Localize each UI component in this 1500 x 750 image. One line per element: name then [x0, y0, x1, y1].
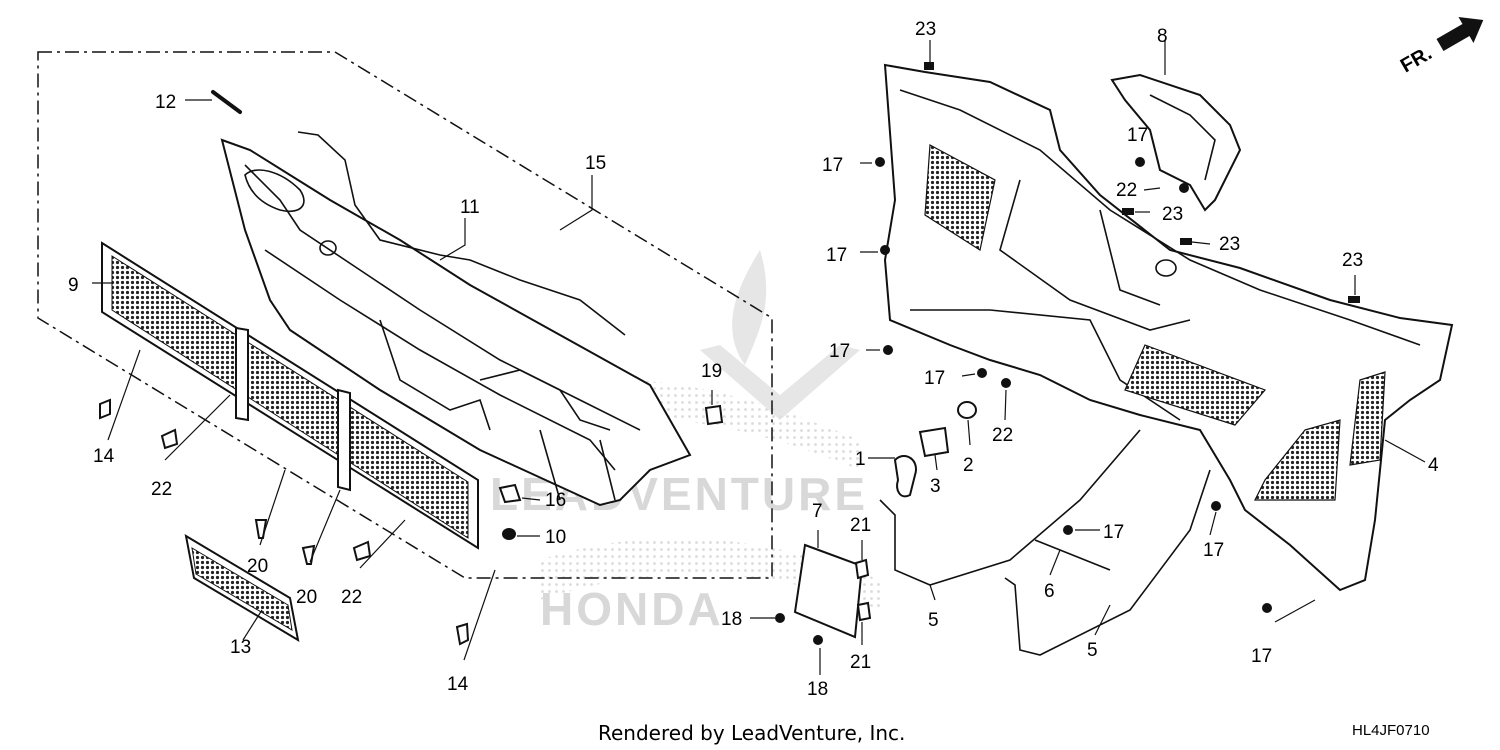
socket-3	[918, 426, 950, 458]
mesh-panel-9	[101, 241, 479, 550]
callout-17: 17	[1127, 125, 1148, 146]
fastener-17	[880, 245, 890, 255]
callout-18: 18	[807, 679, 828, 700]
callout-12: 12	[155, 92, 176, 113]
fastener-14b	[455, 622, 470, 646]
callout-7: 7	[812, 501, 823, 522]
callout-20: 20	[247, 556, 268, 577]
grommet-10	[502, 528, 516, 540]
fastener-20a	[254, 519, 268, 539]
fastener-18	[775, 613, 785, 623]
callout-5: 5	[1087, 640, 1098, 661]
callout-14: 14	[447, 674, 469, 695]
rear-cover	[220, 138, 692, 507]
callout-22: 22	[341, 587, 362, 608]
callout-8: 8	[1157, 26, 1168, 47]
callout-14: 14	[93, 446, 115, 467]
clip-23	[1180, 238, 1192, 245]
bolt-12	[211, 90, 242, 114]
seal-1	[893, 455, 917, 498]
callout-17: 17	[1203, 540, 1224, 561]
plate-7	[793, 543, 872, 639]
callout-17: 17	[826, 245, 847, 266]
cap-19	[704, 404, 724, 426]
callout-19: 19	[701, 361, 722, 382]
callout-22: 22	[992, 425, 1013, 446]
callout-13: 13	[230, 637, 251, 658]
cable-5a	[879, 429, 1141, 586]
footer-credit: Rendered by LeadVenture, Inc.	[598, 721, 905, 745]
cable	[297, 131, 626, 336]
callout-3: 3	[930, 476, 941, 497]
front-label: FR.	[1397, 42, 1436, 77]
fastener-22	[1001, 378, 1011, 388]
rod-6	[1034, 539, 1111, 571]
arrow-right-icon	[1436, 17, 1484, 52]
fastener-22	[1179, 183, 1189, 193]
callout-9: 9	[68, 275, 79, 296]
callout-15: 15	[585, 153, 606, 174]
leader-lines	[92, 40, 1426, 675]
callout-20: 20	[296, 587, 317, 608]
clip-23	[924, 62, 934, 70]
bracket-8	[1110, 73, 1242, 212]
clip-23	[1122, 208, 1134, 215]
fastener-17	[883, 345, 893, 355]
fastener-17	[875, 157, 885, 167]
callout-10: 10	[545, 527, 566, 548]
fastener-17	[1211, 501, 1221, 511]
clip-16	[498, 483, 522, 504]
clip-23	[1348, 296, 1360, 303]
callout-17: 17	[822, 155, 843, 176]
assembly-outline	[37, 51, 773, 579]
mesh-panel-13	[184, 534, 300, 642]
fastener-22b	[352, 540, 372, 562]
callout-1: 1	[855, 449, 866, 470]
callout-11: 11	[460, 197, 480, 218]
callout-21: 21	[850, 515, 871, 536]
callout-5: 5	[928, 610, 939, 631]
callout-17: 17	[1251, 646, 1272, 667]
fastener-17	[1262, 603, 1272, 613]
diagram-code: HL4JF0710	[1352, 722, 1430, 739]
callout-23: 23	[1219, 234, 1240, 255]
callout-17: 17	[829, 341, 850, 362]
fastener-17	[977, 368, 987, 378]
fastener-22a	[160, 428, 179, 450]
callout-23: 23	[1342, 250, 1363, 271]
grommet-2	[957, 401, 977, 419]
rear-body	[883, 63, 1454, 592]
callout-17: 17	[1103, 522, 1124, 543]
cable-5b	[1004, 469, 1211, 656]
fastener-17	[1135, 157, 1145, 167]
fastener-14a	[99, 398, 111, 420]
callout-16: 16	[545, 490, 566, 511]
fastener-17	[1063, 525, 1073, 535]
callout-23: 23	[1162, 204, 1183, 225]
callout-4: 4	[1428, 455, 1439, 476]
callouts: 12 9 11 15 14 22 20 20 22 13 14 16 10 19…	[68, 19, 1439, 700]
callout-17: 17	[924, 368, 945, 389]
callout-22: 22	[1116, 180, 1137, 201]
callout-23: 23	[915, 19, 936, 40]
front-direction-indicator: FR.	[1397, 17, 1484, 77]
callout-6: 6	[1044, 581, 1055, 602]
callout-18: 18	[721, 609, 742, 630]
callout-2: 2	[963, 455, 974, 476]
fastener-18	[813, 635, 823, 645]
callout-22: 22	[151, 479, 172, 500]
callout-21: 21	[850, 652, 871, 673]
watermark-brand: HONDA	[540, 583, 724, 635]
